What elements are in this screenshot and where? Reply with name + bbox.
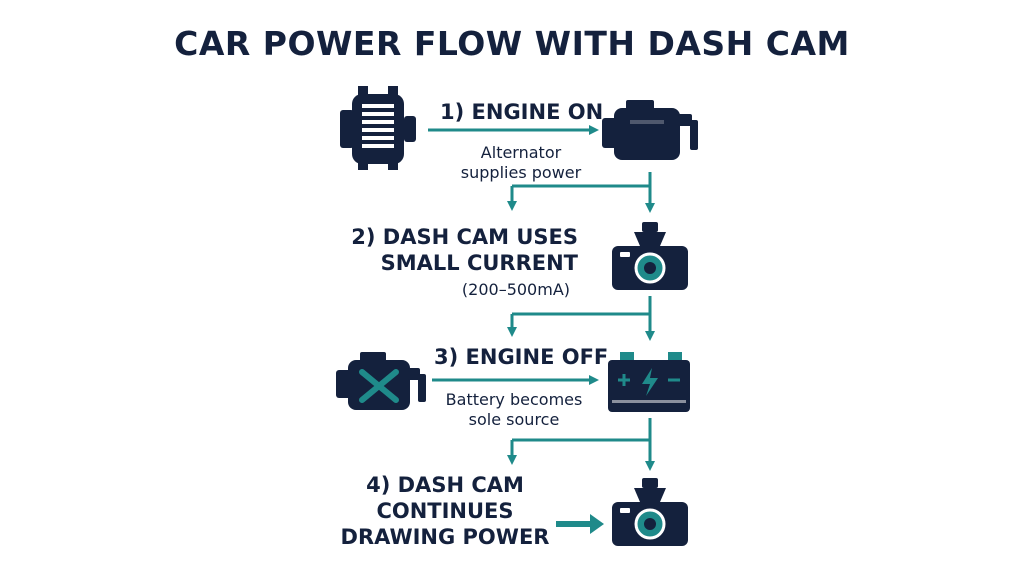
flow-connector-3 — [507, 418, 655, 471]
dash-cam-icon — [612, 222, 688, 290]
step-2-heading: 2) DASH CAM USES SMALL CURRENT — [351, 225, 578, 275]
engine-off-icon — [336, 352, 426, 410]
step-3-heading: 3) ENGINE OFF — [434, 345, 609, 369]
battery-icon — [608, 352, 690, 412]
step-3-caption: Battery becomes sole source — [445, 390, 583, 429]
diagram-title: CAR POWER FLOW WITH DASH CAM — [174, 24, 850, 63]
engine-icon — [602, 100, 698, 160]
step-4-heading: 4) DASH CAM CONTINUES DRAWING POWER — [340, 473, 550, 549]
alternator-icon — [340, 86, 416, 170]
dash-cam-icon — [612, 478, 688, 546]
arrow-to-dash-cam — [556, 514, 604, 534]
flow-connector-2 — [507, 296, 655, 341]
step-1-caption: Alternator supplies power — [460, 143, 582, 182]
step-2-caption: (200–500mA) — [461, 280, 570, 299]
flow-connector-1 — [507, 172, 655, 213]
step-1-heading: 1) ENGINE ON — [440, 100, 604, 124]
